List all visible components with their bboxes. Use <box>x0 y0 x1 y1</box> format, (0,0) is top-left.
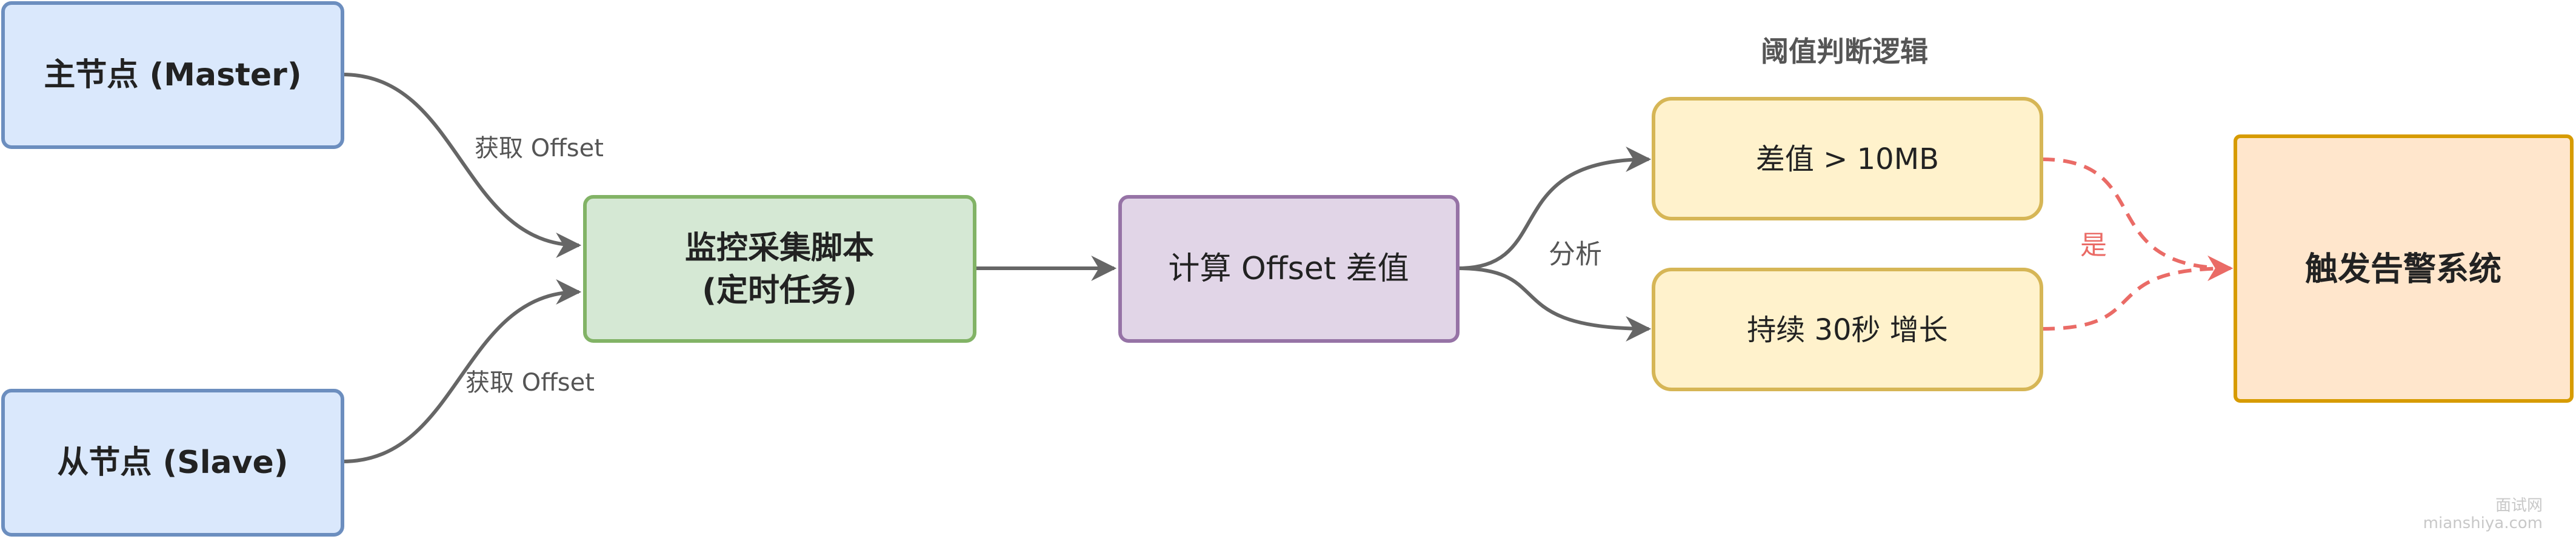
edge-slave-to-monitor <box>342 279 582 463</box>
master-node <box>1 1 344 149</box>
edge-master-to-monitor <box>342 73 582 258</box>
compute-diff-node <box>1118 195 1460 343</box>
growth-label: 持续 30秒 增长 <box>1747 313 1948 347</box>
edge-diff-to-alert <box>2041 157 2234 281</box>
alert-label: 触发告警系统 <box>2305 250 2501 288</box>
edge-growth-to-alert <box>2041 256 2234 331</box>
diff-threshold-label: 差值 > 10MB <box>1756 142 1939 176</box>
monitor-script-node <box>583 195 976 343</box>
alert-node <box>2234 134 2574 403</box>
growth-node <box>1652 268 2043 391</box>
edge-label-slave-offset: 获取 Offset <box>465 369 595 397</box>
edge-label-analyze: 分析 <box>1549 239 1602 270</box>
monitor-script-label-line2: (定时任务) <box>702 273 857 309</box>
compute-diff-label: 计算 Offset 差值 <box>1168 251 1409 287</box>
edge-label-master-offset: 获取 Offset <box>475 134 604 162</box>
threshold-group-title: 阈值判断逻辑 <box>1761 35 1928 68</box>
monitor-script-label-line1: 监控采集脚本 <box>685 230 874 266</box>
edge-label-yes: 是 <box>2080 230 2107 261</box>
edge-compute-to-diff <box>1457 147 1652 270</box>
master-node-label: 主节点 (Master) <box>44 57 301 93</box>
slave-node-label: 从节点 (Slave) <box>57 445 288 481</box>
slave-node <box>1 389 344 537</box>
watermark-line1: 面试网 <box>2495 497 2543 515</box>
edge-compute-to-growth <box>1457 266 1652 342</box>
watermark-line2: mianshiya.com <box>2423 514 2543 532</box>
diff-threshold-node <box>1652 97 2043 220</box>
